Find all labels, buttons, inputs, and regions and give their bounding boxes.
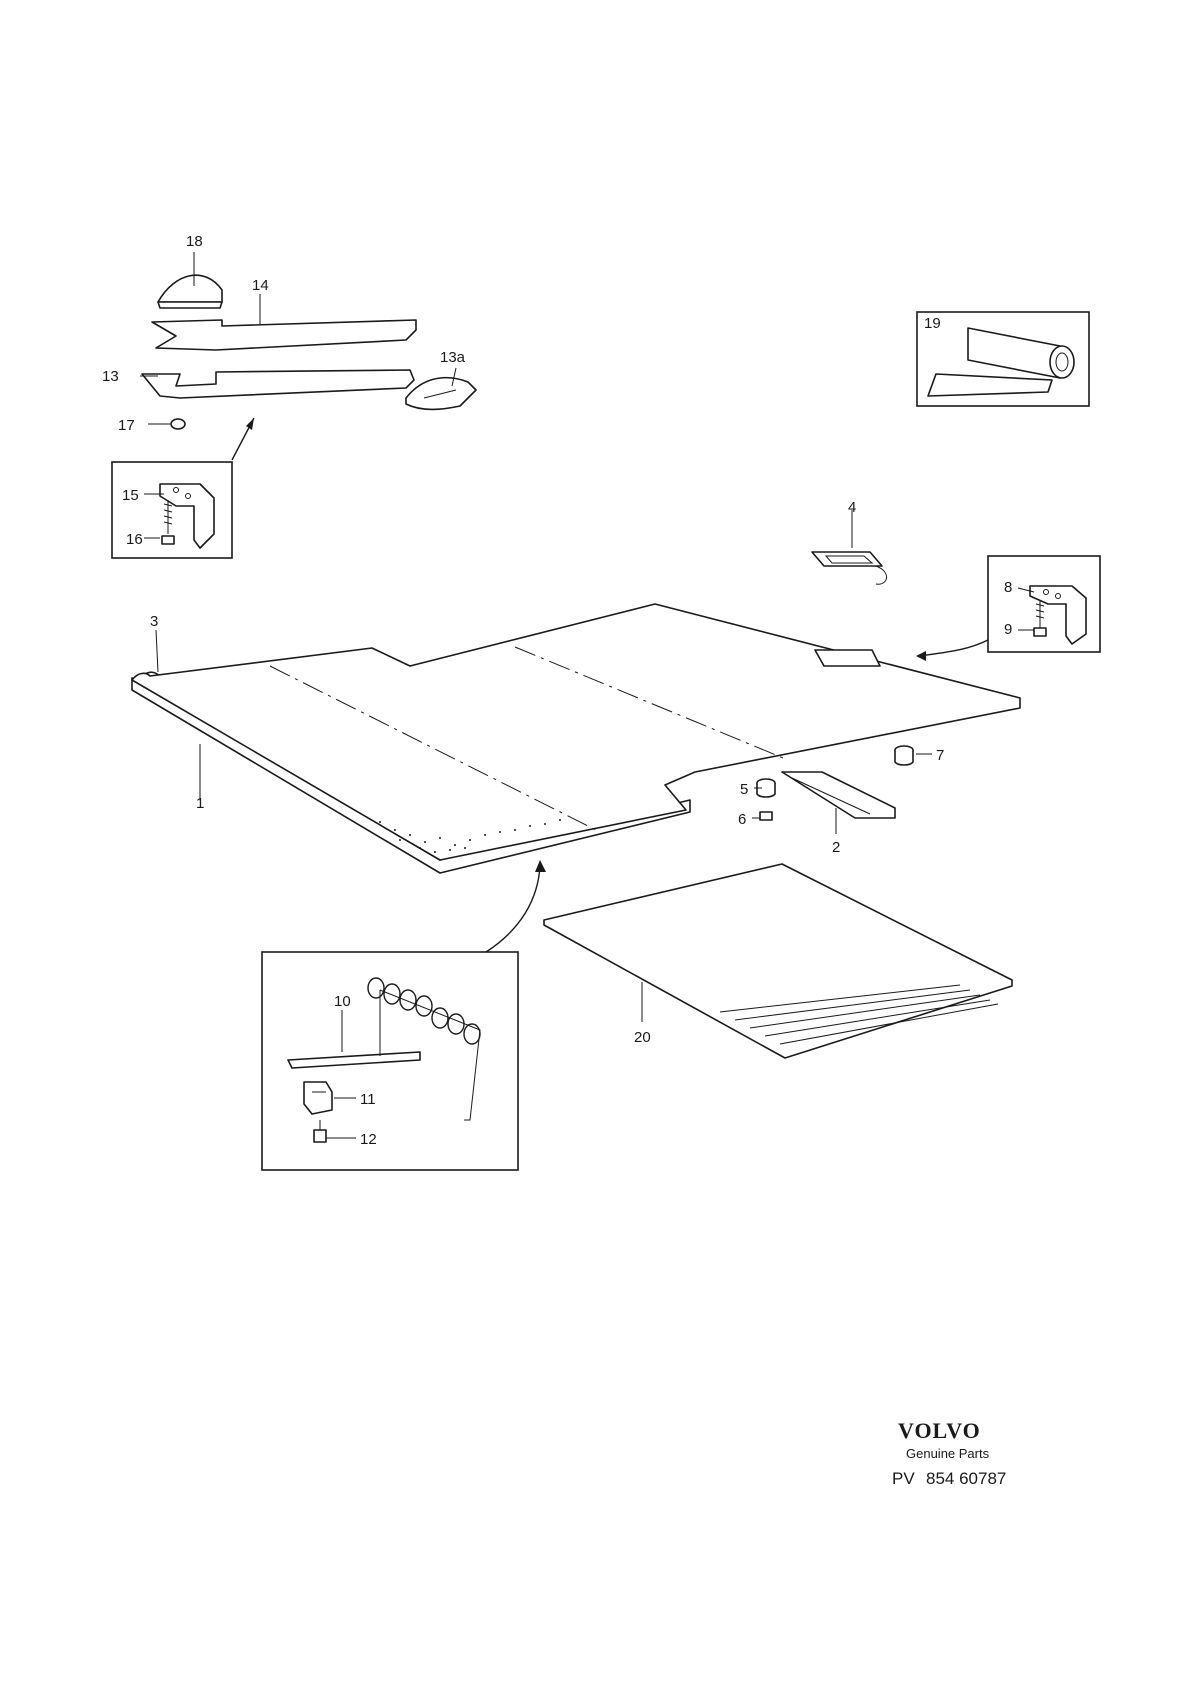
mat-texture bbox=[379, 819, 561, 853]
floor-mat bbox=[131, 603, 1021, 874]
clip-6 bbox=[759, 811, 773, 821]
arrow-detail-8 bbox=[919, 639, 989, 657]
label-18: 18 bbox=[186, 233, 203, 250]
cover-18 bbox=[157, 274, 223, 309]
label-6: 6 bbox=[738, 811, 746, 828]
label-20: 20 bbox=[634, 1029, 651, 1046]
label-2: 2 bbox=[832, 839, 840, 856]
mat-top bbox=[131, 603, 1021, 861]
detail-box-8-9 bbox=[987, 555, 1101, 653]
strip-14 bbox=[151, 319, 417, 351]
labels: 18 14 13 13a 17 15 16 19 4 8 9 3 1 5 6 7… bbox=[102, 233, 1012, 1148]
arrow-head-15 bbox=[246, 418, 254, 430]
label-1: 1 bbox=[196, 795, 204, 812]
label-8: 8 bbox=[1004, 579, 1012, 596]
label-19: 19 bbox=[924, 315, 941, 332]
spring-10 bbox=[287, 977, 481, 1121]
crease-line-2 bbox=[514, 646, 789, 761]
clip-7 bbox=[894, 745, 914, 766]
clip-5 bbox=[756, 778, 776, 798]
nut-17 bbox=[170, 418, 186, 430]
screw-16 bbox=[161, 500, 175, 545]
label-5: 5 bbox=[740, 781, 748, 798]
brand-subtitle: Genuine Parts bbox=[906, 1446, 990, 1461]
label-17: 17 bbox=[118, 417, 135, 434]
label-9: 9 bbox=[1004, 621, 1012, 638]
crease-line-1 bbox=[269, 665, 601, 833]
clip-11 bbox=[303, 1081, 333, 1115]
panel bbox=[543, 863, 1013, 1059]
label-3: 3 bbox=[150, 613, 158, 630]
footer: VOLVO Genuine Parts PV 854 60787 bbox=[892, 1418, 1006, 1488]
mat-opening bbox=[814, 649, 881, 667]
label-4: 4 bbox=[848, 499, 856, 516]
rail bbox=[781, 771, 896, 819]
label-16: 16 bbox=[126, 531, 143, 548]
label-15: 15 bbox=[122, 487, 139, 504]
screw-9 bbox=[1033, 600, 1047, 637]
rail-groove bbox=[791, 777, 871, 815]
strip-13 bbox=[141, 369, 415, 399]
roll-19 bbox=[927, 327, 1075, 397]
rail-body bbox=[781, 771, 896, 819]
label-7: 7 bbox=[936, 747, 944, 764]
label-12: 12 bbox=[360, 1131, 377, 1148]
leader-lines bbox=[140, 252, 1035, 1139]
panel-hatch bbox=[719, 984, 999, 1045]
arrow-head-8 bbox=[916, 651, 926, 661]
label-13a: 13a bbox=[440, 349, 466, 366]
label-10: 10 bbox=[334, 993, 351, 1010]
label-14: 14 bbox=[252, 277, 269, 294]
arrow-detail-10 bbox=[485, 865, 541, 953]
label-13: 13 bbox=[102, 368, 119, 385]
clip-13a bbox=[405, 376, 477, 411]
detail-box-15-16 bbox=[111, 461, 233, 559]
detail-box-10-12 bbox=[261, 951, 519, 1171]
grommet bbox=[811, 551, 887, 585]
arrow-head-10 bbox=[535, 860, 546, 872]
mat-edge bbox=[131, 677, 691, 874]
label-11: 11 bbox=[360, 1091, 376, 1108]
bracket-8 bbox=[1029, 585, 1087, 645]
detail-box-19 bbox=[916, 311, 1090, 407]
screw-12 bbox=[313, 1120, 327, 1143]
pv-prefix: PV bbox=[892, 1469, 915, 1488]
pv-number: 854 60787 bbox=[926, 1469, 1006, 1488]
brand-logo: VOLVO bbox=[898, 1418, 981, 1443]
